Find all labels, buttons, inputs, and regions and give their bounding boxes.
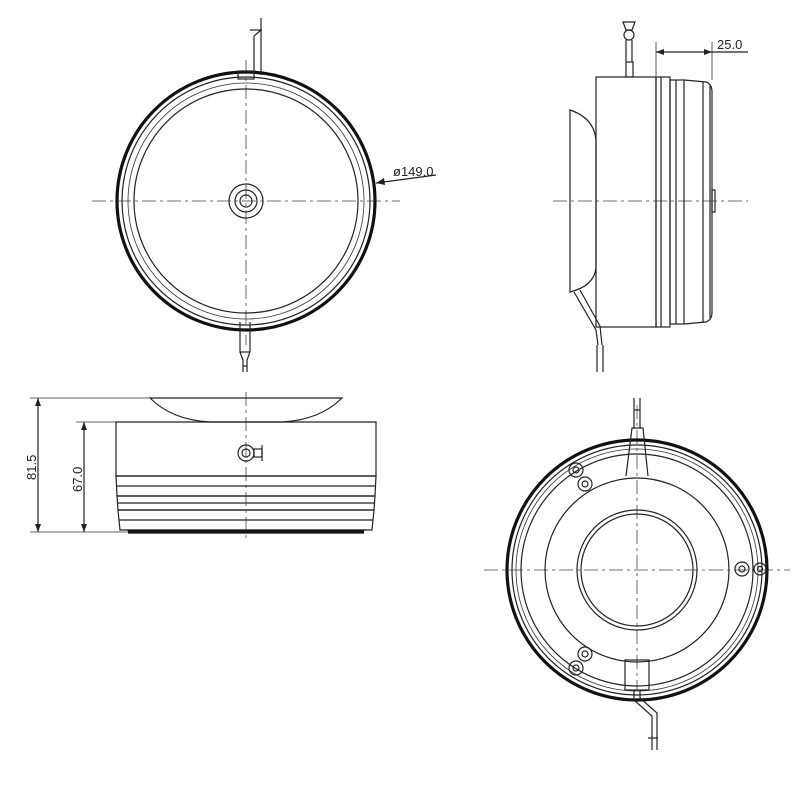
rear-view	[484, 398, 790, 750]
front-view: ø149.0	[92, 18, 437, 372]
depth-dimension-label: 25.0	[717, 37, 742, 52]
diameter-dimension-label: ø149.0	[393, 164, 433, 179]
total-height-dimension-label: 81.5	[24, 455, 39, 480]
body-height-dimension-label: 67.0	[70, 467, 85, 492]
elevation-view: 81.5 67.0	[24, 392, 377, 540]
side-view: 25.0	[553, 21, 748, 372]
